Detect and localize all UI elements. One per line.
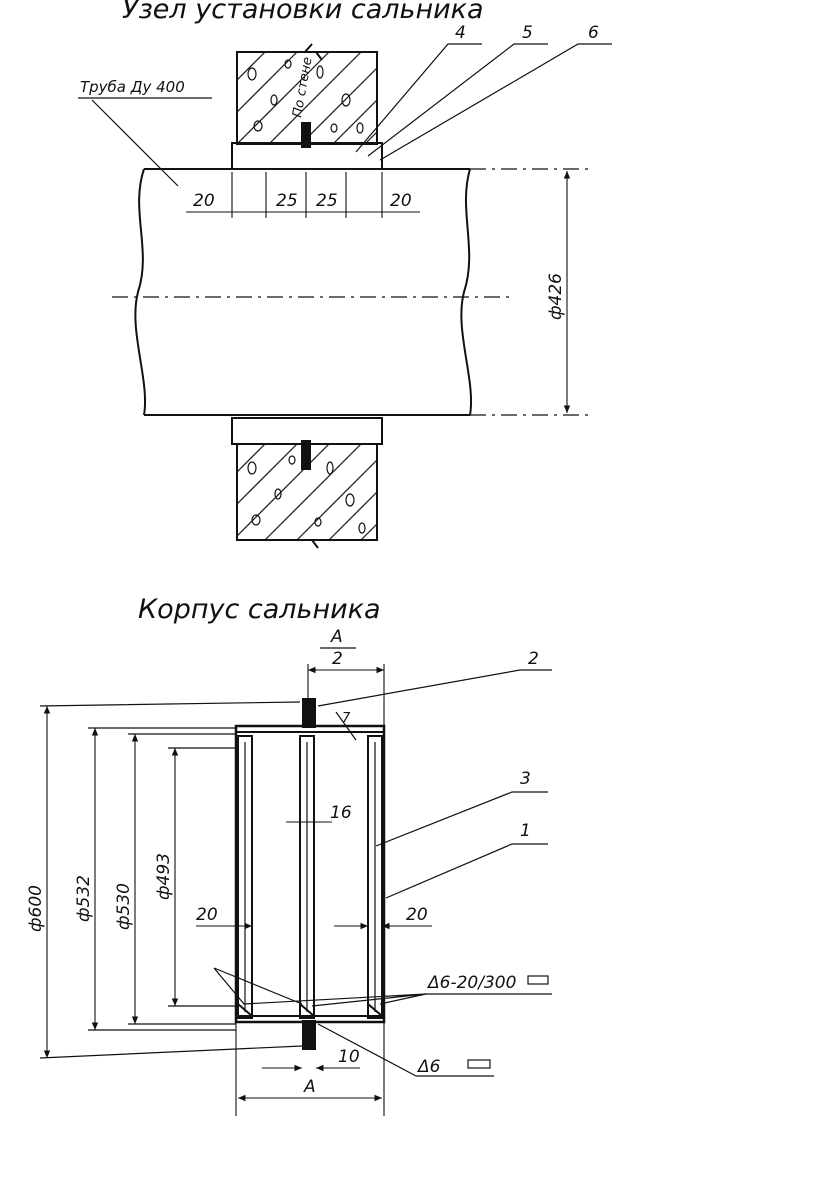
callout-3: 3 (520, 769, 531, 789)
dim-A: A (303, 1077, 316, 1097)
callouts-top: 4 5 6 (355, 23, 612, 161)
callout-6: 6 (588, 23, 599, 43)
diameter-426: ф426 (546, 273, 566, 320)
frac-numerator: A (330, 627, 343, 647)
flange (302, 698, 316, 728)
dim-16-text: 16 (330, 803, 352, 823)
dim-16: 16 (286, 803, 352, 823)
title-top: Узел установки сальника (122, 0, 484, 25)
dim-20-right: 20 (390, 191, 412, 211)
pipe (112, 168, 590, 416)
callout-4: 4 (455, 23, 466, 43)
frac-denominator: 2 (332, 649, 343, 669)
dim-20-sides: 20 20 (196, 905, 432, 930)
dim-20-left-body: 20 (196, 905, 218, 925)
diameter-532: ф532 (74, 875, 94, 922)
pipe-diameter-dim: ф426 (546, 171, 571, 413)
dim-20-left: 20 (193, 191, 215, 211)
dim-A-half: A 2 (307, 627, 385, 728)
callout-2: 2 (528, 649, 539, 669)
diameter-493: ф493 (154, 853, 174, 900)
dim-7: 7 (342, 711, 351, 726)
callout-5: 5 (522, 23, 533, 43)
gland-shell (234, 724, 386, 1024)
weld-symbol-2-text: Δ6 (416, 1057, 441, 1077)
dim-25-a: 25 (276, 191, 298, 211)
body-diameter-dims: ф600 ф532 ф530 ф493 (26, 701, 303, 1059)
weld-symbol-1-text: Δ6-20/300 (426, 973, 516, 993)
title-bottom: Корпус сальника (138, 594, 381, 625)
gland-body-view: Корпус сальника A 2 2 7 (26, 594, 552, 1116)
dim-10: 10 (338, 1047, 360, 1067)
diameter-600: ф600 (26, 885, 46, 932)
pipe-label: Труба Ду 400 (80, 78, 185, 96)
weld-symbol-2: Δ6 (317, 1023, 494, 1077)
width-dims: 20 25 25 20 (186, 172, 420, 218)
diameter-530: ф530 (114, 883, 134, 930)
flange-lower (302, 1020, 316, 1050)
callout-1: 1 (520, 821, 531, 841)
dim-25-b: 25 (316, 191, 338, 211)
dim-20-right-body: 20 (406, 905, 428, 925)
wall-lower (236, 443, 378, 549)
bottom-dims: 10 A (235, 1022, 385, 1116)
weld-symbol-1: Δ6-20/300 (213, 967, 552, 1007)
gland-installation-view: Узел установки сальника По стене (78, 0, 612, 549)
